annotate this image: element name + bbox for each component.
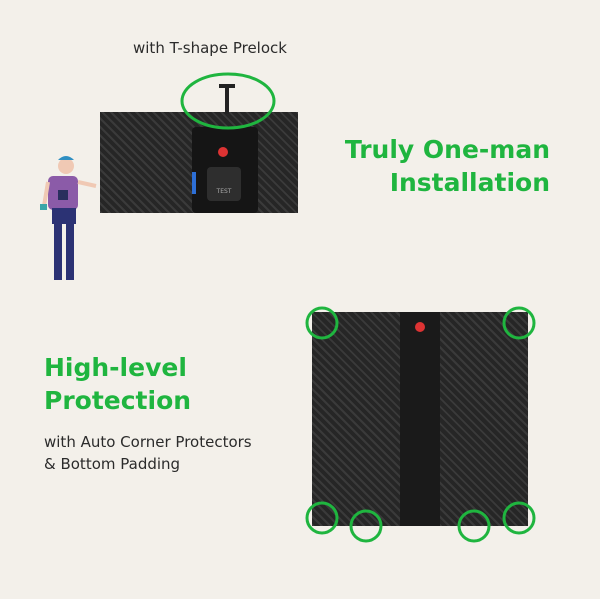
corner-protector-ring: [305, 306, 339, 340]
installer-person-icon: [40, 156, 97, 280]
protection-title: High-level Protection: [44, 351, 191, 417]
panel-bottom-image: [312, 312, 528, 526]
red-indicator-icon: [415, 322, 425, 332]
blue-latch: [192, 172, 196, 194]
red-indicator-icon: [218, 147, 228, 157]
title-line2: Installation: [389, 168, 550, 197]
bottom-padding-ring: [349, 509, 383, 543]
center-spine: [400, 312, 440, 526]
t-shape-prelock-icon: [225, 84, 229, 114]
control-box: TEST: [192, 127, 258, 213]
prelock-caption: with T-shape Prelock: [133, 39, 287, 57]
corner-protector-ring: [502, 306, 536, 340]
corner-protector-ring: [502, 501, 536, 535]
caption-line1: with Auto Corner Protectors: [44, 433, 252, 451]
prelock-highlight-ring: [180, 72, 276, 130]
bottom-padding-ring: [457, 509, 491, 543]
corner-protector-ring: [305, 501, 339, 535]
caption-line2: & Bottom Padding: [44, 455, 181, 473]
panel-top-image: TEST: [100, 112, 298, 213]
one-man-title: Truly One-man Installation: [345, 133, 550, 199]
title-line2: Protection: [44, 386, 192, 415]
protection-caption: with Auto Corner Protectors & Bottom Pad…: [44, 431, 252, 475]
title-line1: Truly One-man: [344, 135, 550, 164]
test-button: TEST: [207, 167, 241, 201]
title-line1: High-level: [44, 353, 187, 382]
t-bar: [219, 84, 235, 88]
